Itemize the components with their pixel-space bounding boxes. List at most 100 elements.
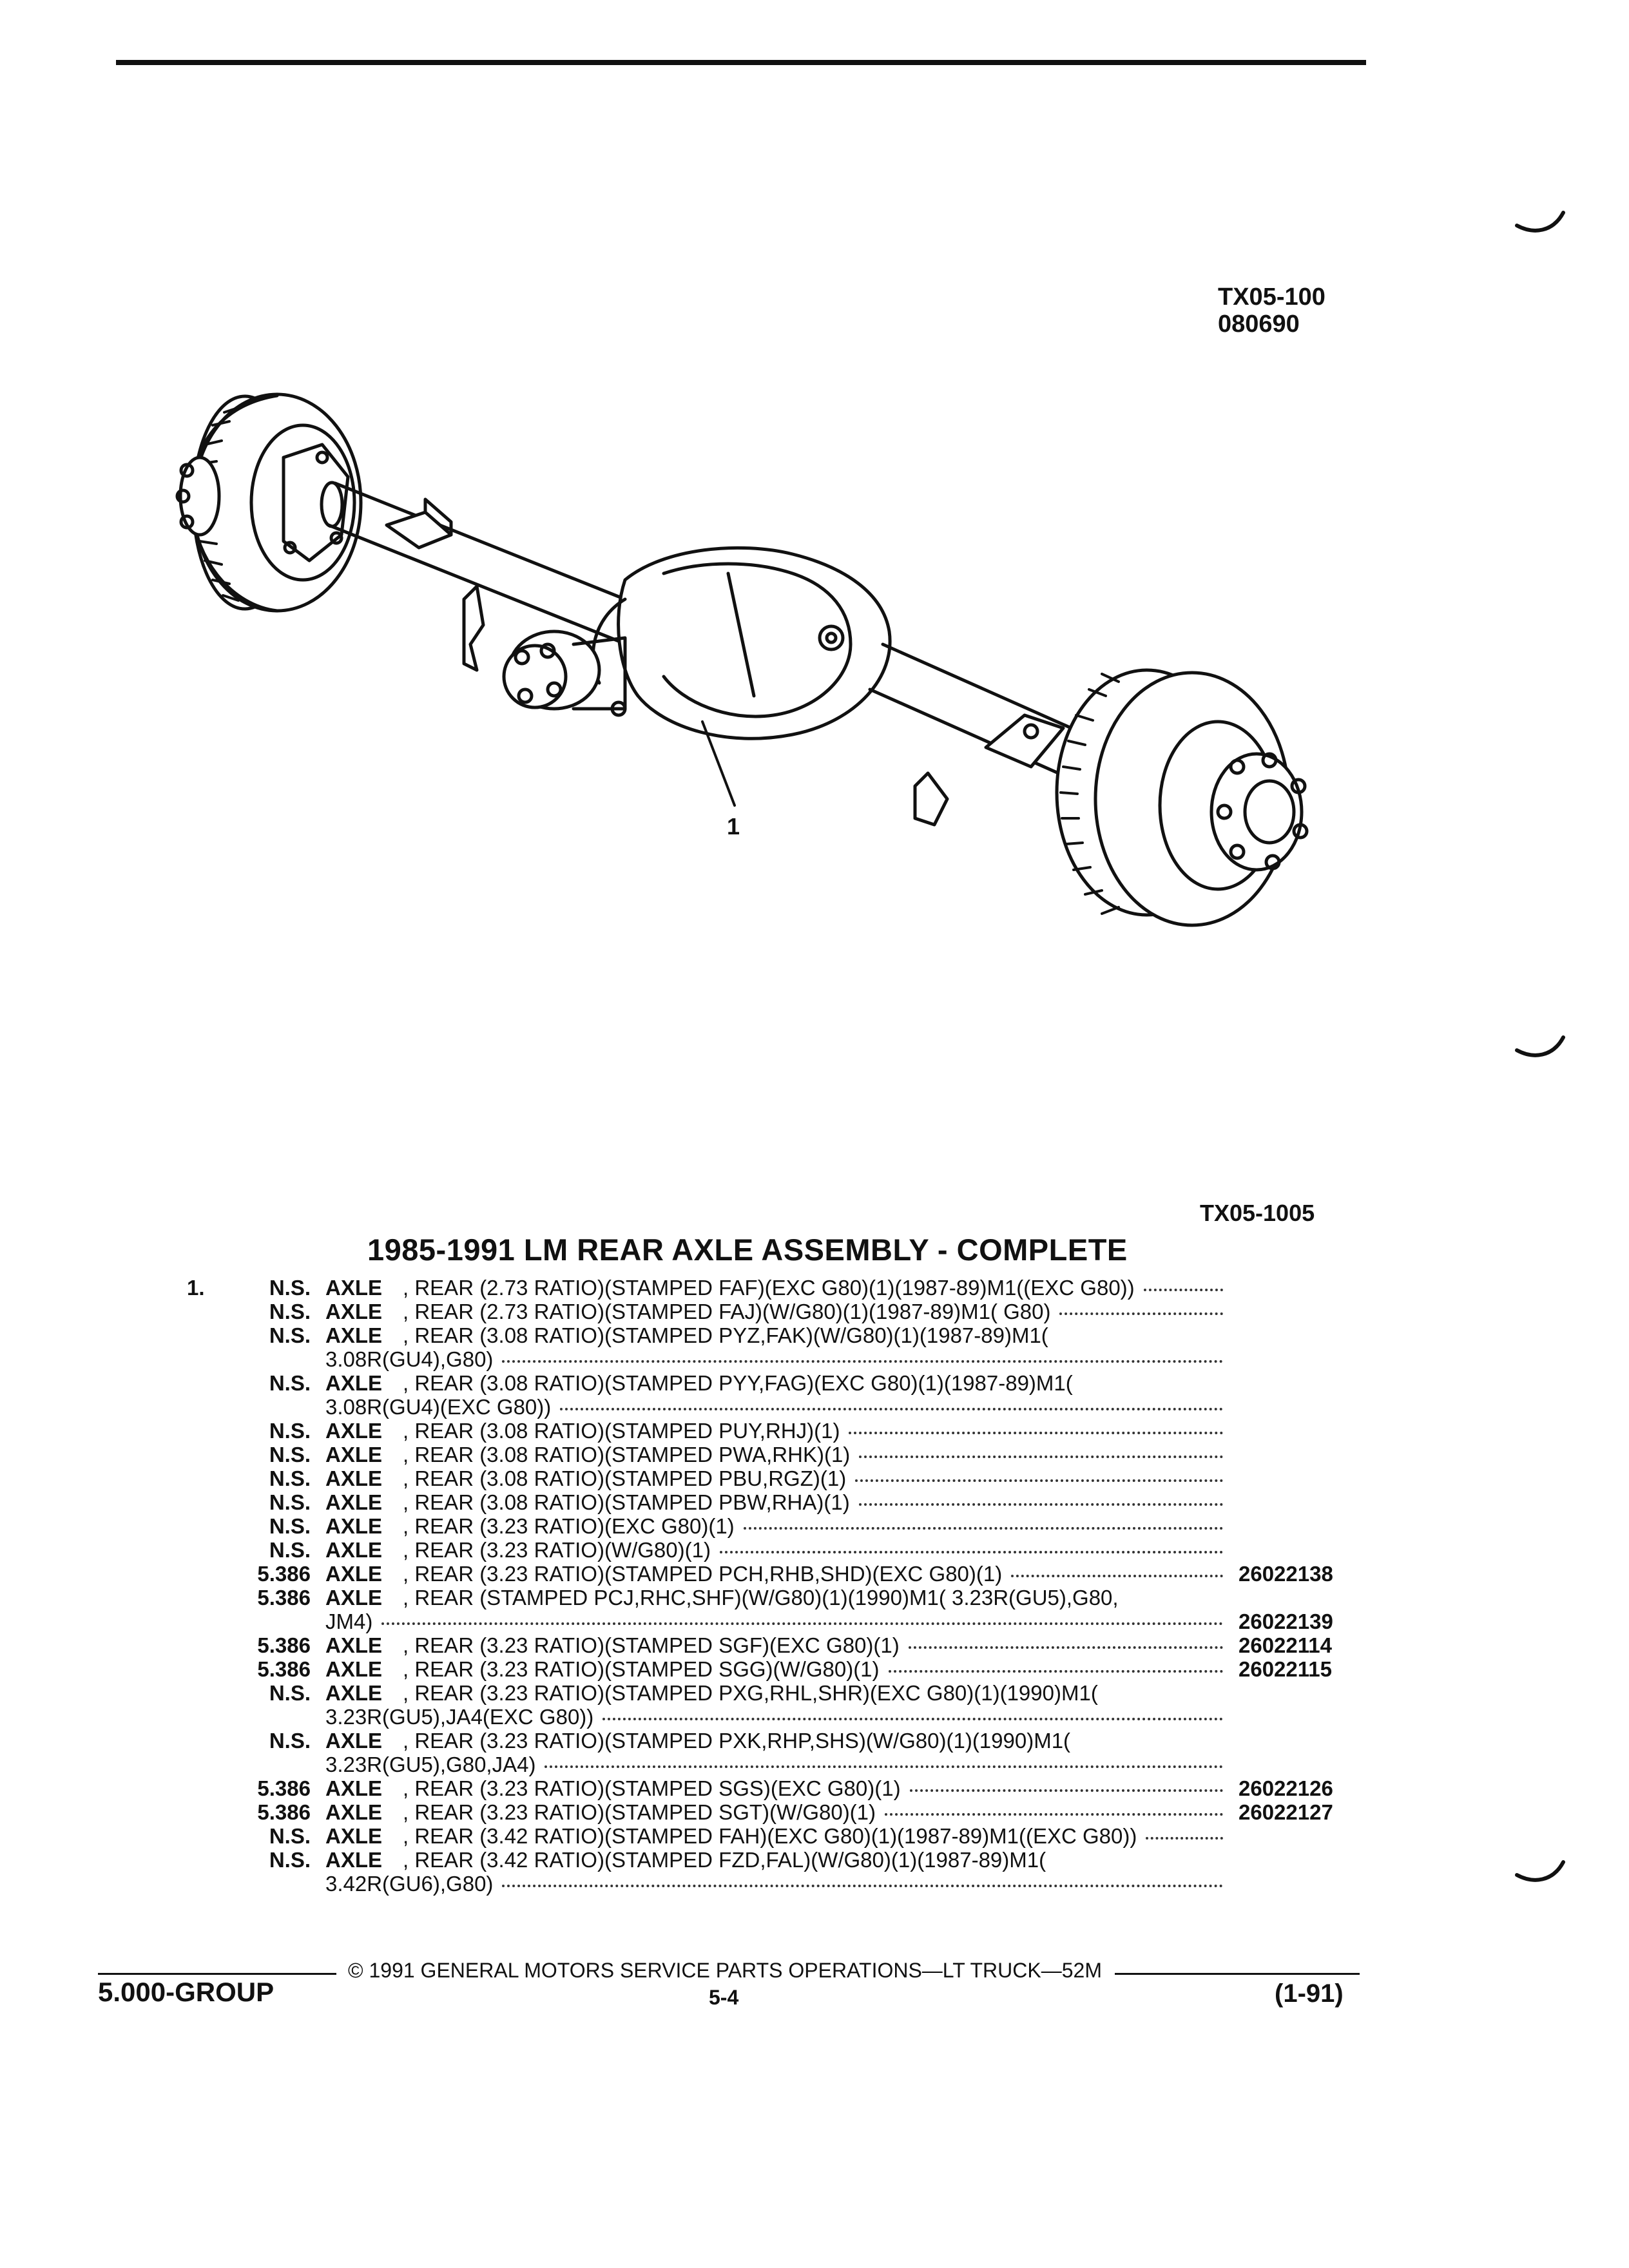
group-code: N.S. <box>269 1300 311 1323</box>
part-row: N.S. AXLE , REAR (3.23 RATIO)(W/G80)(1) <box>0 1538 1629 1562</box>
part-description: , REAR (STAMPED PCJ,RHC,SHF)(W/G80)(1)(1… <box>403 1586 1119 1610</box>
pinion-yoke <box>502 629 627 717</box>
group-code: 5.386 <box>257 1776 311 1800</box>
part-description: , REAR (3.08 RATIO)(STAMPED PUY,RHJ)(1) <box>403 1419 840 1443</box>
leader-dots <box>502 1885 1223 1887</box>
part-description: , REAR (3.23 RATIO)(STAMPED SGG)(W/G80)(… <box>403 1657 880 1681</box>
part-number: 26022114 <box>1239 1633 1333 1657</box>
differential-housing <box>591 546 892 740</box>
group-code: N.S. <box>269 1371 311 1395</box>
leader-dots <box>560 1408 1223 1410</box>
group-code: N.S. <box>269 1419 311 1443</box>
part-description: , REAR (3.42 RATIO)(STAMPED FAH)(EXC G80… <box>403 1824 1137 1848</box>
footer-page-number: 5-4 <box>709 1986 739 2009</box>
footer-group: 5.000-GROUP <box>98 1977 275 2007</box>
part-description: , REAR (3.23 RATIO)(EXC G80)(1) <box>403 1514 735 1538</box>
part-description: , REAR (3.23 RATIO)(STAMPED PCH,RHB,SHD)… <box>403 1562 1003 1586</box>
part-row: N.S.AXLE, REAR (3.42 RATIO)(STAMPED FZD,… <box>0 1848 1629 1872</box>
leader-dots <box>502 1360 1223 1363</box>
part-description: , REAR (3.23 RATIO)(STAMPED PXK,RHP,SHS)… <box>403 1729 1071 1753</box>
part-number: 26022138 <box>1239 1562 1333 1586</box>
footer-rule-left <box>98 1973 336 1975</box>
part-description: , REAR (3.08 RATIO)(STAMPED PYY,FAG)(EXC… <box>403 1371 1073 1395</box>
part-description: , REAR (3.23 RATIO)(STAMPED SGF)(EXC G80… <box>403 1633 900 1657</box>
part-row-continuation: 3.23R(GU5),JA4(EXC G80)) <box>0 1705 1629 1729</box>
part-name: AXLE <box>325 1538 383 1562</box>
part-row: N.S.AXLE, REAR (3.42 RATIO)(STAMPED FAH)… <box>0 1824 1629 1848</box>
part-row-continuation: 3.08R(GU4)(EXC G80)) <box>0 1395 1629 1419</box>
group-code: N.S. <box>269 1443 311 1466</box>
part-number: 26022115 <box>1239 1657 1333 1681</box>
part-row: 5.386 AXLE , REAR (3.23 RATIO)(STAMPED PCH… <box>0 1562 1629 1586</box>
figure-ref-code: TX05-100 <box>1218 284 1325 311</box>
group-code: N.S. <box>269 1538 311 1562</box>
leader-dots <box>744 1527 1223 1530</box>
part-name: AXLE <box>325 1562 383 1586</box>
part-row: N.S.AXLE, REAR (3.08 RATIO)(STAMPED PBW,… <box>0 1490 1629 1514</box>
leader-dots <box>545 1765 1223 1768</box>
group-code: N.S. <box>269 1514 311 1538</box>
part-name: AXLE <box>325 1466 383 1490</box>
part-description: , REAR (2.73 RATIO)(STAMPED FAJ)(W/G80)(… <box>403 1300 1051 1323</box>
part-number: 26022127 <box>1239 1800 1333 1824</box>
rear-axle-illustration: 1 <box>175 392 1309 927</box>
part-row: N.S.AXLE, REAR (3.23 RATIO)(EXC G80)(1) <box>0 1514 1629 1538</box>
footer-rule-right <box>1115 1973 1360 1975</box>
group-code: 5.386 <box>257 1562 311 1586</box>
footer-copyright: © 1991 GENERAL MOTORS SERVICE PARTS OPER… <box>348 1959 1102 1982</box>
leader-dots <box>909 1646 1223 1649</box>
part-description-continued: 3.23R(GU5),G80,JA4) <box>325 1753 536 1776</box>
right-brake-drum <box>1055 668 1309 927</box>
part-description: , REAR (3.42 RATIO)(STAMPED FZD,FAL)(W/G… <box>403 1848 1046 1872</box>
margin-mark-1 <box>1515 211 1565 233</box>
leader-dots <box>1059 1312 1223 1315</box>
part-description: , REAR (3.23 RATIO)(STAMPED PXG,RHL,SHR)… <box>403 1681 1098 1705</box>
leader-dots <box>1011 1575 1223 1577</box>
part-description: , REAR (3.23 RATIO)(STAMPED SGS)(EXC G80… <box>403 1776 901 1800</box>
part-row-continuation: 3.08R(GU4),G80) <box>0 1347 1629 1371</box>
group-code: 5.386 <box>257 1586 311 1610</box>
margin-mark-3 <box>1515 1860 1565 1882</box>
figure-reference-header: TX05-100 080690 <box>1218 284 1325 338</box>
part-name: AXLE <box>325 1300 383 1323</box>
part-description: , REAR (3.08 RATIO)(STAMPED PBU,RGZ)(1) <box>403 1466 847 1490</box>
part-number: 26022126 <box>1239 1776 1333 1800</box>
part-description-continued: 3.08R(GU4)(EXC G80)) <box>325 1395 552 1419</box>
part-row: N.S.AXLE, REAR (3.08 RATIO)(STAMPED PWA,… <box>0 1443 1629 1466</box>
part-row: N.S.AXLE, REAR (3.08 RATIO)(STAMPED PBU,… <box>0 1466 1629 1490</box>
leader-dots <box>381 1622 1223 1625</box>
part-description: , REAR (3.23 RATIO)(STAMPED SGT)(W/G80)(… <box>403 1800 876 1824</box>
part-row: N.S. AXLE , REAR (3.08 RATIO)(STAMPED PYZ,… <box>0 1323 1629 1347</box>
part-row: N.S.AXLE, REAR (3.08 RATIO)(STAMPED PUY,… <box>0 1419 1629 1443</box>
group-code: N.S. <box>269 1681 311 1705</box>
part-row-continuation: 3.42R(GU6),G80) <box>0 1872 1629 1896</box>
part-row-continuation: 3.23R(GU5),G80,JA4) <box>0 1753 1629 1776</box>
part-description-continued: 3.42R(GU6),G80) <box>325 1872 494 1896</box>
leader-dots <box>885 1813 1223 1816</box>
part-description-continued: JM4) <box>325 1610 373 1633</box>
part-row: N.S. AXLE , REAR (2.73 RATIO)(STAMPED FAJ)… <box>0 1300 1629 1323</box>
callout-number: 1 <box>727 813 740 840</box>
group-code: N.S. <box>269 1824 311 1848</box>
margin-mark-2 <box>1515 1035 1565 1057</box>
part-description: , REAR (3.23 RATIO)(W/G80)(1) <box>403 1538 711 1562</box>
top-rule <box>116 60 1366 65</box>
figure-ref-bottom: TX05-1005 <box>1200 1200 1315 1226</box>
section-title: 1985-1991 LM REAR AXLE ASSEMBLY - COMPLE… <box>367 1233 1128 1267</box>
part-description: , REAR (3.08 RATIO)(STAMPED PBW,RHA)(1) <box>403 1490 850 1514</box>
part-description: , REAR (3.08 RATIO)(STAMPED PYZ,FAK)(W/G… <box>403 1323 1048 1347</box>
leader-dots <box>1146 1837 1223 1840</box>
part-name: AXLE <box>325 1323 383 1347</box>
leader-dots <box>859 1503 1223 1506</box>
footer-revision: (1-91) <box>1275 1979 1344 2008</box>
part-name: AXLE <box>325 1490 383 1514</box>
part-row: 1.N.S.AXLE, REAR (2.73 RATIO)(STAMPED FA… <box>0 1276 1629 1300</box>
part-description-continued: 3.23R(GU5),JA4(EXC G80)) <box>325 1705 594 1729</box>
group-code: N.S. <box>269 1323 311 1347</box>
part-description: , REAR (2.73 RATIO)(STAMPED FAF)(EXC G80… <box>403 1276 1135 1300</box>
part-row: N.S.AXLE, REAR (3.23 RATIO)(STAMPED PXG,… <box>0 1681 1629 1705</box>
group-code: 5.386 <box>257 1657 311 1681</box>
part-name: AXLE <box>325 1371 383 1395</box>
